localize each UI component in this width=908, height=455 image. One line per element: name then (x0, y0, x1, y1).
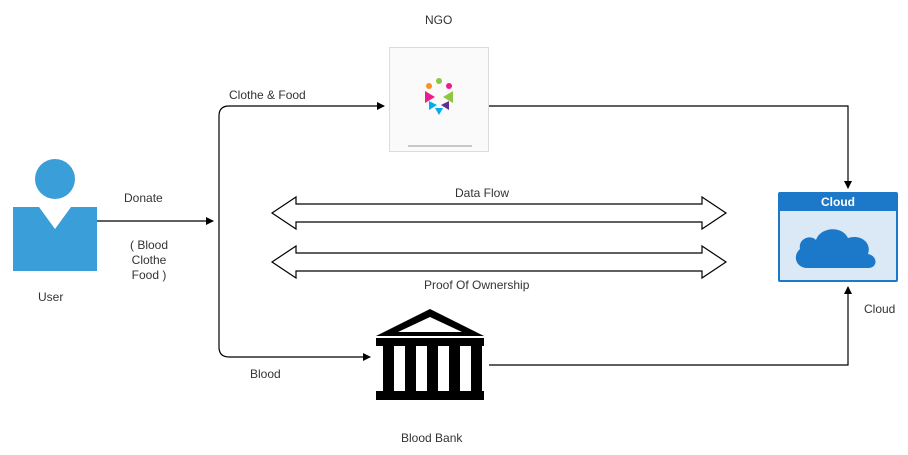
cloud-icon (795, 229, 876, 268)
ngo-logo-box (389, 47, 489, 152)
ngo-logo-icon (408, 78, 472, 147)
ngo-to-cloud-edge (489, 105, 852, 189)
blood-bank-label: Blood Bank (401, 431, 463, 445)
clothe-food-edge (218, 102, 385, 221)
donate-detail-line: Food ) (131, 268, 167, 282)
donate-detail-line: Clothe (131, 253, 167, 267)
bloodbank-to-cloud-edge (489, 286, 852, 366)
user-label: User (38, 290, 64, 304)
data-flow-label: Data Flow (455, 186, 510, 200)
donate-detail-line: ( Blood (129, 238, 169, 252)
blood-label: Blood (250, 367, 281, 381)
ngo-label: NGO (425, 13, 453, 27)
blood-edge (218, 221, 371, 361)
cloud-label: Cloud (864, 302, 896, 316)
cloud-panel-header: Cloud (780, 194, 896, 211)
proof-of-ownership-arrow (270, 244, 728, 280)
clothe-food-label: Clothe & Food (229, 88, 306, 102)
proof-of-ownership-label: Proof Of Ownership (424, 278, 530, 292)
donate-label: Donate (124, 191, 163, 205)
donate-detail: ( Blood Clothe Food ) (124, 238, 174, 283)
cloud-panel: Cloud (778, 192, 898, 282)
data-flow-arrow (270, 195, 728, 231)
